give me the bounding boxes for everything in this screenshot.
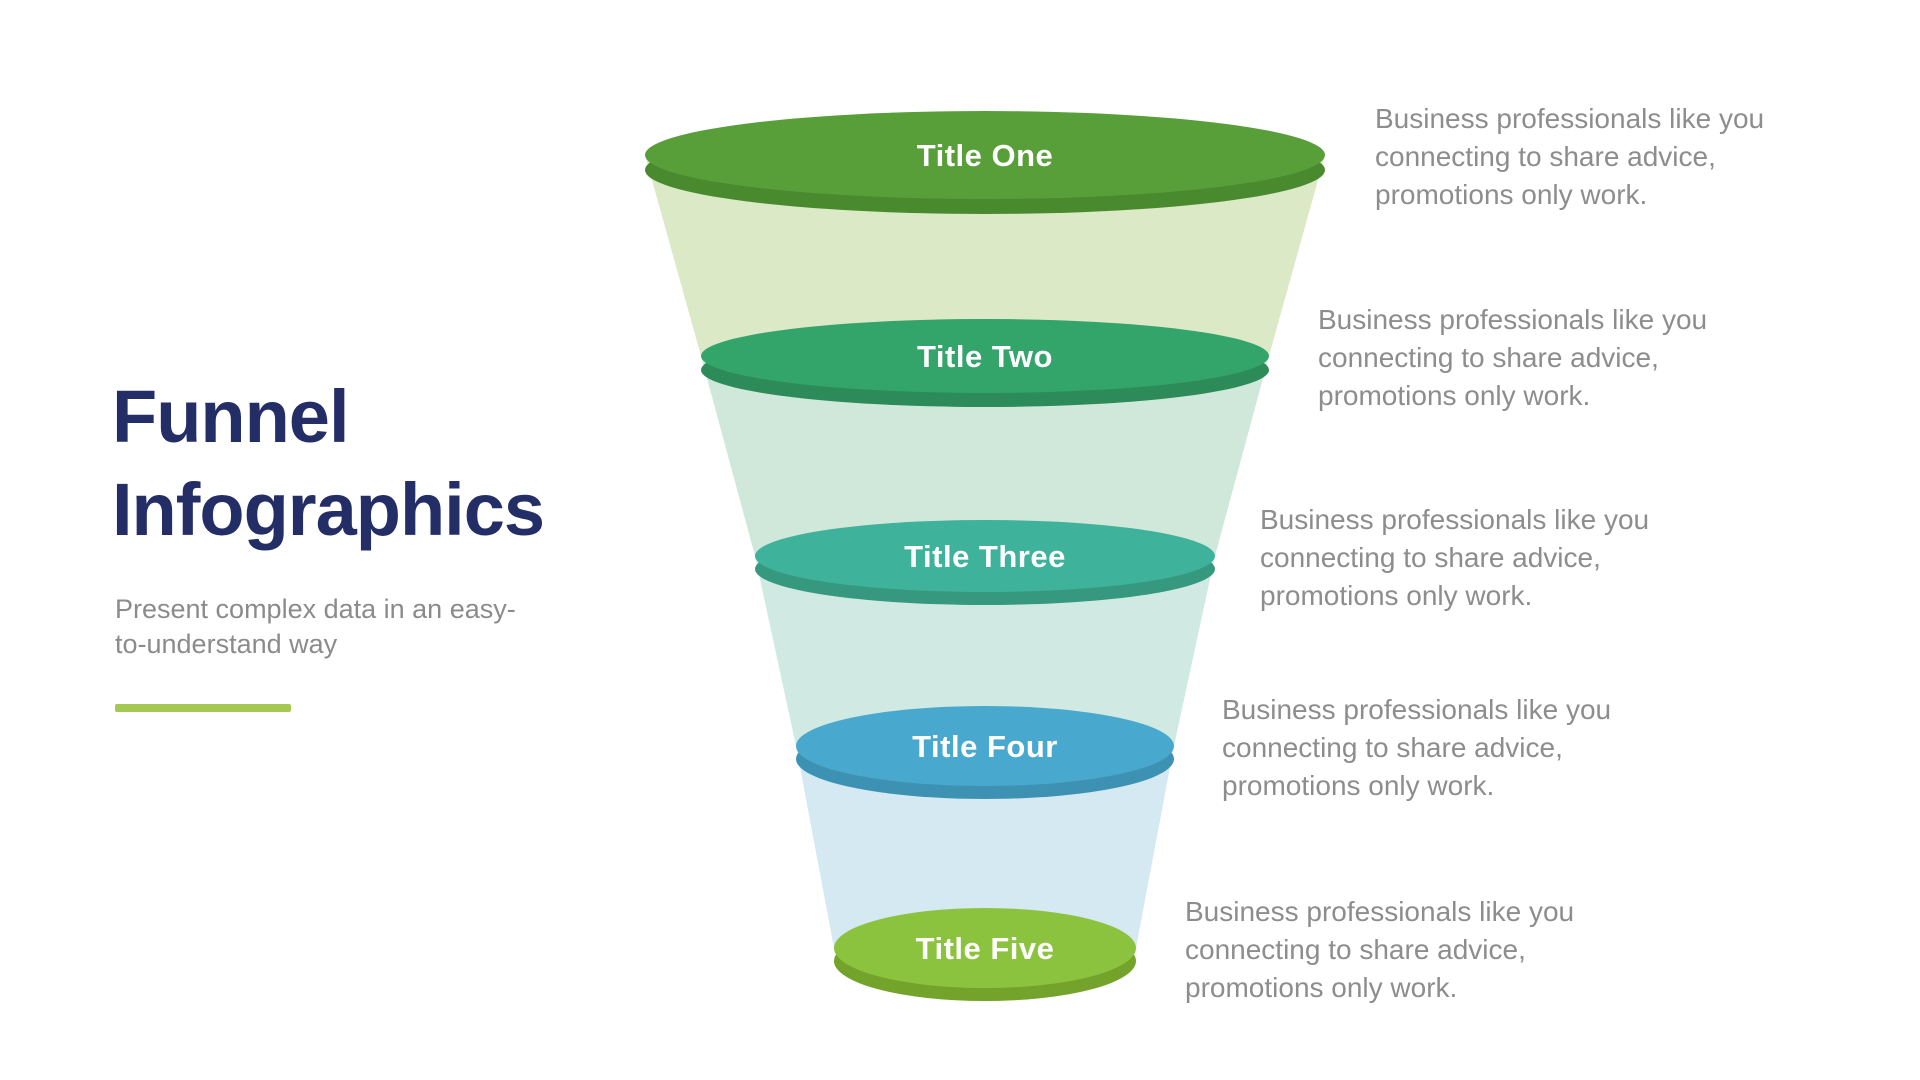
description-line: promotions only work.: [1375, 179, 1648, 210]
level-description-3: Business professionals like you connecti…: [1260, 501, 1720, 615]
description-line: Business professionals like you: [1375, 103, 1765, 134]
funnel-level-1: Title One: [645, 111, 1325, 214]
disc-face: [645, 111, 1325, 199]
description-line: connecting to share advice,: [1185, 934, 1526, 965]
level-description-4: Business professionals like you connecti…: [1222, 691, 1682, 805]
disc-label: Title Three: [904, 539, 1066, 574]
funnel-level-4: Title Four: [796, 706, 1174, 799]
description-line: connecting to share advice,: [1318, 342, 1659, 373]
funnel-body-segment-2: [701, 356, 1269, 556]
level-description-2: Business professionals like you connecti…: [1318, 301, 1778, 415]
accent-underline: [115, 704, 291, 713]
subtitle-line: to-understand way: [115, 629, 338, 660]
disc-label: Title Four: [912, 729, 1058, 764]
level-description-1: Business professionals like you connecti…: [1375, 100, 1835, 214]
funnel-body-segment-3: [755, 556, 1215, 746]
level-description-5: Business professionals like you connecti…: [1185, 893, 1645, 1007]
funnel-level-2: Title Two: [701, 319, 1269, 407]
page-subtitle: Present complex data in an easy- to-unde…: [115, 592, 622, 662]
description-line: Business professionals like you: [1260, 504, 1650, 535]
description-line: Business professionals like you: [1318, 304, 1708, 335]
description-line: Business professionals like you: [1222, 694, 1612, 725]
description-line: promotions only work.: [1185, 972, 1458, 1003]
description-line: connecting to share advice,: [1222, 732, 1563, 763]
disc-face: [755, 520, 1215, 592]
description-line: Business professionals like you: [1185, 896, 1575, 927]
disc-face: [834, 908, 1136, 988]
description-line: connecting to share advice,: [1260, 542, 1601, 573]
subtitle-line: Present complex data in an easy-: [115, 594, 516, 625]
description-line: promotions only work.: [1260, 580, 1533, 611]
disc-face: [796, 706, 1174, 786]
disc-label: Title Two: [917, 339, 1053, 374]
disc-face: [701, 319, 1269, 393]
funnel-level-3: Title Three: [755, 520, 1215, 605]
disc-label: Title One: [917, 138, 1054, 173]
page-title: Funnel Infographics: [112, 375, 545, 552]
funnel-body-segment-4: [796, 746, 1174, 948]
funnel-level-5: Title Five: [834, 908, 1136, 1001]
description-line: promotions only work.: [1318, 380, 1591, 411]
description-line: connecting to share advice,: [1375, 141, 1716, 172]
intro-panel: Funnel Infographics Present complex data…: [112, 370, 622, 713]
disc-label: Title Five: [916, 931, 1055, 966]
description-line: promotions only work.: [1222, 770, 1495, 801]
